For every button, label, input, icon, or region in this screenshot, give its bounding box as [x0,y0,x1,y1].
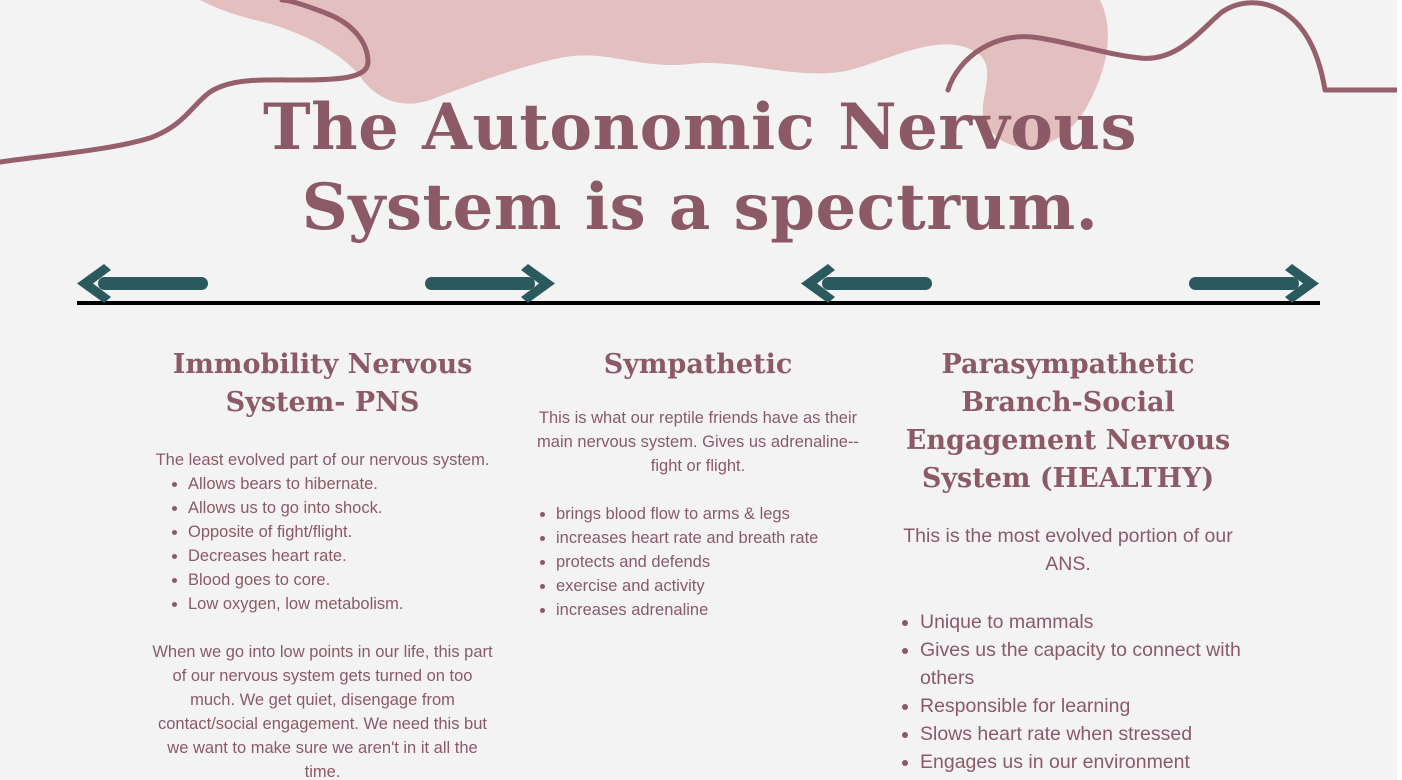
heading-line: System- PNS [225,387,420,418]
arrow-right-icon [425,264,555,303]
list-item: increases adrenaline [556,598,866,622]
column-intro: The least evolved part of our nervous sy… [155,451,490,469]
list-item: Allows bears to hibernate. [188,472,495,496]
bullet-list: Unique to mammals Gives us the capacity … [894,608,1246,776]
title-line: The Autonomic Nervous [263,90,1137,165]
bullet-list: brings blood flow to arms & legs increas… [532,502,866,622]
list-item: Engages us in our environment [920,748,1246,776]
sympathetic-column: Sympathetic This is what our reptile fri… [530,346,866,622]
column-heading: Immobility Nervous System- PNS [150,346,495,422]
slide-edge [1397,0,1402,780]
arrow-left-icon [77,264,208,303]
arrow-right-icon [1189,264,1319,303]
list-item: Unique to mammals [920,608,1246,636]
parasympathetic-column: Parasympathetic Branch-Social Engagement… [890,346,1246,776]
immobility-column: Immobility Nervous System- PNS The least… [150,346,495,780]
heading-line: Branch-Social [961,387,1175,418]
column-intro: This is what our reptile friends have as… [537,409,859,475]
list-item: brings blood flow to arms & legs [556,502,866,526]
pink-blob [200,0,1108,148]
page-title: The Autonomic Nervous System is a spectr… [180,88,1220,248]
heading-line: System (HEALTHY) [921,463,1215,494]
squiggle-right [945,0,1402,93]
heading-line: Engagement Nervous [905,425,1231,456]
title-line: System is a spectrum. [301,170,1099,245]
heading-line: Immobility Nervous [172,349,473,380]
list-item: protects and defends [556,550,866,574]
list-item: increases heart rate and breath rate [556,526,866,550]
list-item: Opposite of fight/flight. [188,520,495,544]
column-intro: This is the most evolved portion of our … [903,525,1233,575]
squiggle-left [0,0,371,165]
arrow-left-icon [801,264,932,303]
list-item: Allows us to go into shock. [188,496,495,520]
list-item: Gives us the capacity to connect with ot… [920,636,1246,692]
column-heading: Parasympathetic Branch-Social Engagement… [890,346,1246,498]
heading-line: Parasympathetic [941,349,1195,380]
list-item: Blood goes to core. [188,568,495,592]
column-outro: When we go into low points in our life, … [152,643,493,780]
list-item: exercise and activity [556,574,866,598]
list-item: Slows heart rate when stressed [920,720,1246,748]
bullet-list: Allows bears to hibernate. Allows us to … [164,472,495,616]
list-item: Decreases heart rate. [188,544,495,568]
list-item: Low oxygen, low metabolism. [188,592,495,616]
column-heading: Sympathetic [603,349,793,380]
list-item: Responsible for learning [920,692,1246,720]
